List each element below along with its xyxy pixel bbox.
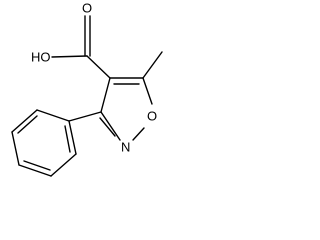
carbonyl-oxygen-label: O bbox=[82, 0, 92, 15]
bond-carboxyl-hydroxyl bbox=[51, 55, 88, 58]
bond-phenyl-double-2 bbox=[23, 160, 51, 171]
ring-nitrogen-label: N bbox=[121, 139, 130, 154]
chemical-structure-diagram: O HO O N bbox=[11, 0, 163, 177]
bond-phenyl-2 bbox=[11, 109, 38, 133]
bond-c5-methyl bbox=[142, 51, 163, 79]
bond-phenyl-4 bbox=[18, 164, 52, 177]
bond-n2-c3-inner bbox=[99, 117, 116, 137]
bond-phenyl-5 bbox=[50, 153, 77, 177]
bond-c5-o1 bbox=[142, 77, 153, 105]
bond-c3-phenyl bbox=[68, 111, 102, 122]
bond-c3-c4 bbox=[100, 77, 111, 113]
bond-phenyl-3 bbox=[11, 131, 20, 166]
bond-phenyl-6 bbox=[68, 120, 77, 155]
bond-phenyl-double-1 bbox=[17, 115, 38, 134]
bond-n2-c3 bbox=[100, 111, 121, 141]
ring-oxygen-label: O bbox=[147, 108, 157, 123]
hydroxyl-label: HO bbox=[31, 49, 51, 64]
bond-phenyl-1 bbox=[36, 109, 70, 122]
bond-phenyl-double-3 bbox=[64, 125, 71, 153]
bond-o1-n2 bbox=[132, 127, 145, 141]
bond-c4-carboxyl-carbon bbox=[86, 55, 111, 79]
